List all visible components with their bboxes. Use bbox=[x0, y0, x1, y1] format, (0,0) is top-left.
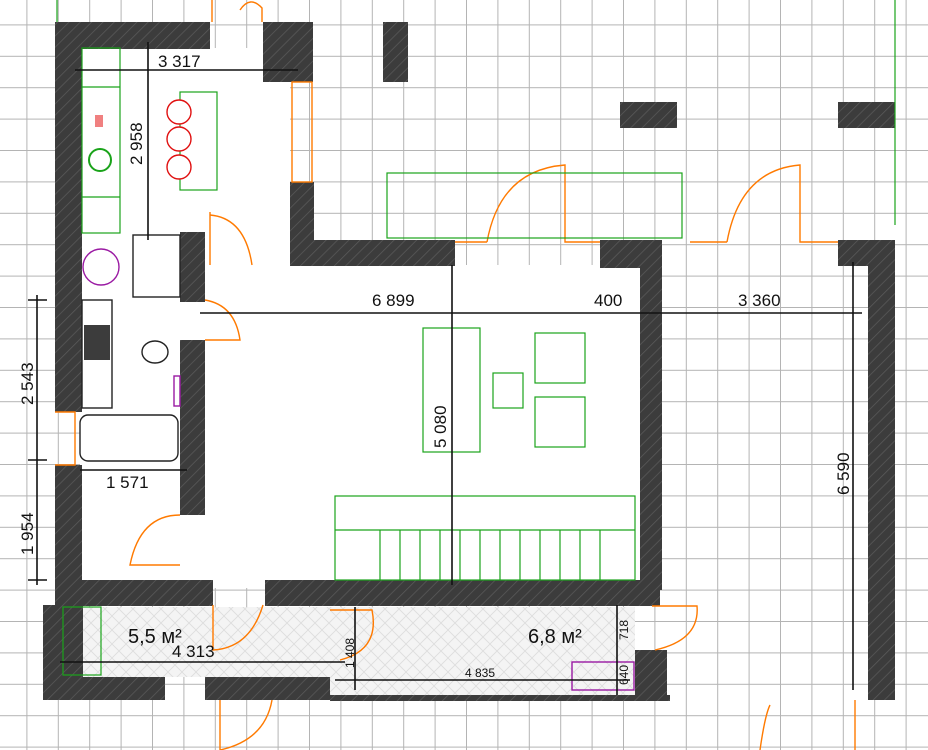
loggia-door-left bbox=[212, 604, 264, 651]
kitchen-door bbox=[209, 212, 253, 266]
armchair bbox=[534, 332, 586, 384]
top-door bbox=[211, 0, 263, 22]
dimension-labels: 3 317 2 958 6 899 400 3 360 2 543 1 954 … bbox=[18, 52, 853, 685]
area-loggia-right: 6,8 м² bbox=[528, 626, 582, 648]
dim-loggia-right-length: 4 835 bbox=[465, 666, 495, 680]
dim-living-depth: 5 080 bbox=[431, 405, 450, 448]
washing-machine-icon bbox=[82, 248, 120, 286]
room-floors bbox=[80, 48, 640, 695]
armchair bbox=[534, 396, 586, 448]
dim-kitchen-width: 3 317 bbox=[158, 52, 201, 71]
loggia-box bbox=[571, 661, 635, 691]
dim-loggia-right-upper: 718 bbox=[617, 620, 631, 640]
dim-room-right-width: 3 360 bbox=[738, 291, 781, 310]
loggia-door-far bbox=[652, 605, 698, 651]
toilet-icon bbox=[141, 340, 169, 364]
chair-icon bbox=[166, 99, 192, 125]
balcony-door-2 bbox=[690, 164, 838, 243]
loggia-door-right bbox=[330, 609, 374, 661]
washbasin-icon bbox=[84, 325, 110, 360]
kitchen-window bbox=[291, 81, 313, 183]
dim-kitchen-depth: 2 958 bbox=[127, 122, 146, 165]
area-loggia-left: 5,5 м² bbox=[128, 626, 182, 648]
dimension-lines bbox=[28, 42, 862, 695]
loggia-right-floor bbox=[330, 607, 635, 695]
loggia-cabinet bbox=[62, 606, 102, 676]
lower-door bbox=[759, 700, 856, 750]
stove-icon bbox=[95, 115, 103, 127]
kitchen-counter bbox=[81, 47, 121, 234]
dim-loggia-left-length: 4 313 bbox=[172, 642, 215, 661]
bath-door bbox=[204, 299, 241, 341]
walls bbox=[43, 22, 895, 701]
sink-icon bbox=[88, 148, 112, 172]
hall-door bbox=[129, 514, 181, 566]
dim-room-right-depth: 6 590 bbox=[834, 452, 853, 495]
stairs bbox=[334, 495, 636, 581]
bath-window bbox=[55, 411, 76, 466]
dim-bath-width: 1 571 bbox=[106, 473, 149, 492]
dim-living-width: 6 899 bbox=[372, 291, 415, 310]
chair-icon bbox=[166, 154, 192, 180]
doors-windows bbox=[55, 0, 856, 750]
dim-wall-gap: 400 bbox=[594, 291, 622, 310]
furniture bbox=[56, 0, 896, 691]
dim-loggia-right-depth: 1 408 bbox=[343, 638, 357, 668]
coffee-table bbox=[492, 372, 524, 409]
dim-bath-upper: 2 543 bbox=[18, 362, 37, 405]
dim-loggia-right-lower: 640 bbox=[617, 665, 631, 685]
balcony-outline bbox=[386, 172, 683, 239]
dim-bath-lower: 1 954 bbox=[18, 512, 37, 555]
vanity bbox=[81, 299, 113, 409]
loggia-door-bottom bbox=[219, 699, 273, 750]
bathtub-icon bbox=[79, 414, 179, 462]
chair-icon bbox=[166, 126, 192, 152]
towel-rail bbox=[173, 375, 181, 407]
cabinet bbox=[132, 234, 181, 298]
loggia-left-floor bbox=[83, 607, 330, 677]
balcony-door-1 bbox=[455, 164, 600, 243]
